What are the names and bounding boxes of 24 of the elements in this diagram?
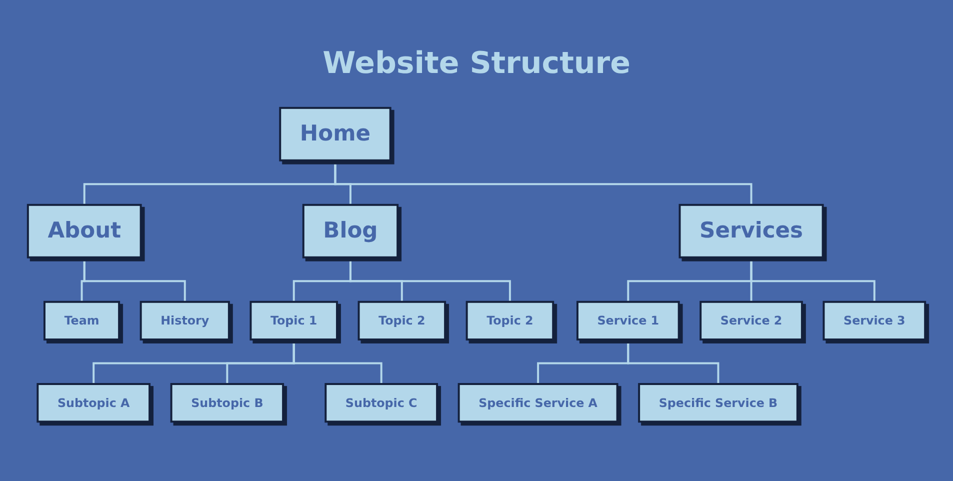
connector-line bbox=[83, 261, 186, 301]
page-box: Specific Service A bbox=[458, 383, 618, 423]
page-box: Topic 2 bbox=[466, 300, 554, 340]
connector-line bbox=[292, 343, 382, 384]
page-box: Topic 1 bbox=[250, 300, 338, 340]
page-box: Blog bbox=[302, 204, 399, 258]
page-box: Service 2 bbox=[700, 300, 803, 340]
connector-line bbox=[750, 261, 876, 301]
page-box: History bbox=[140, 300, 230, 340]
page-box: Subtopic B bbox=[170, 383, 284, 423]
page-box: Home bbox=[279, 106, 392, 162]
page-box: Service 1 bbox=[576, 300, 680, 340]
page-box: Service 3 bbox=[822, 300, 926, 340]
page-box: About bbox=[26, 204, 142, 258]
page-box: Specific Service B bbox=[638, 383, 798, 423]
page-box: Subtopic A bbox=[36, 383, 151, 423]
page-box: Subtopic C bbox=[324, 383, 438, 423]
diagram-title: Website Structure bbox=[322, 45, 630, 83]
page-box: Services bbox=[678, 204, 824, 258]
connector-line bbox=[627, 343, 720, 384]
connector-line bbox=[349, 261, 511, 301]
page-box: Topic 2 bbox=[358, 300, 446, 340]
page-box: Team bbox=[44, 300, 120, 340]
connector-line bbox=[334, 164, 752, 204]
